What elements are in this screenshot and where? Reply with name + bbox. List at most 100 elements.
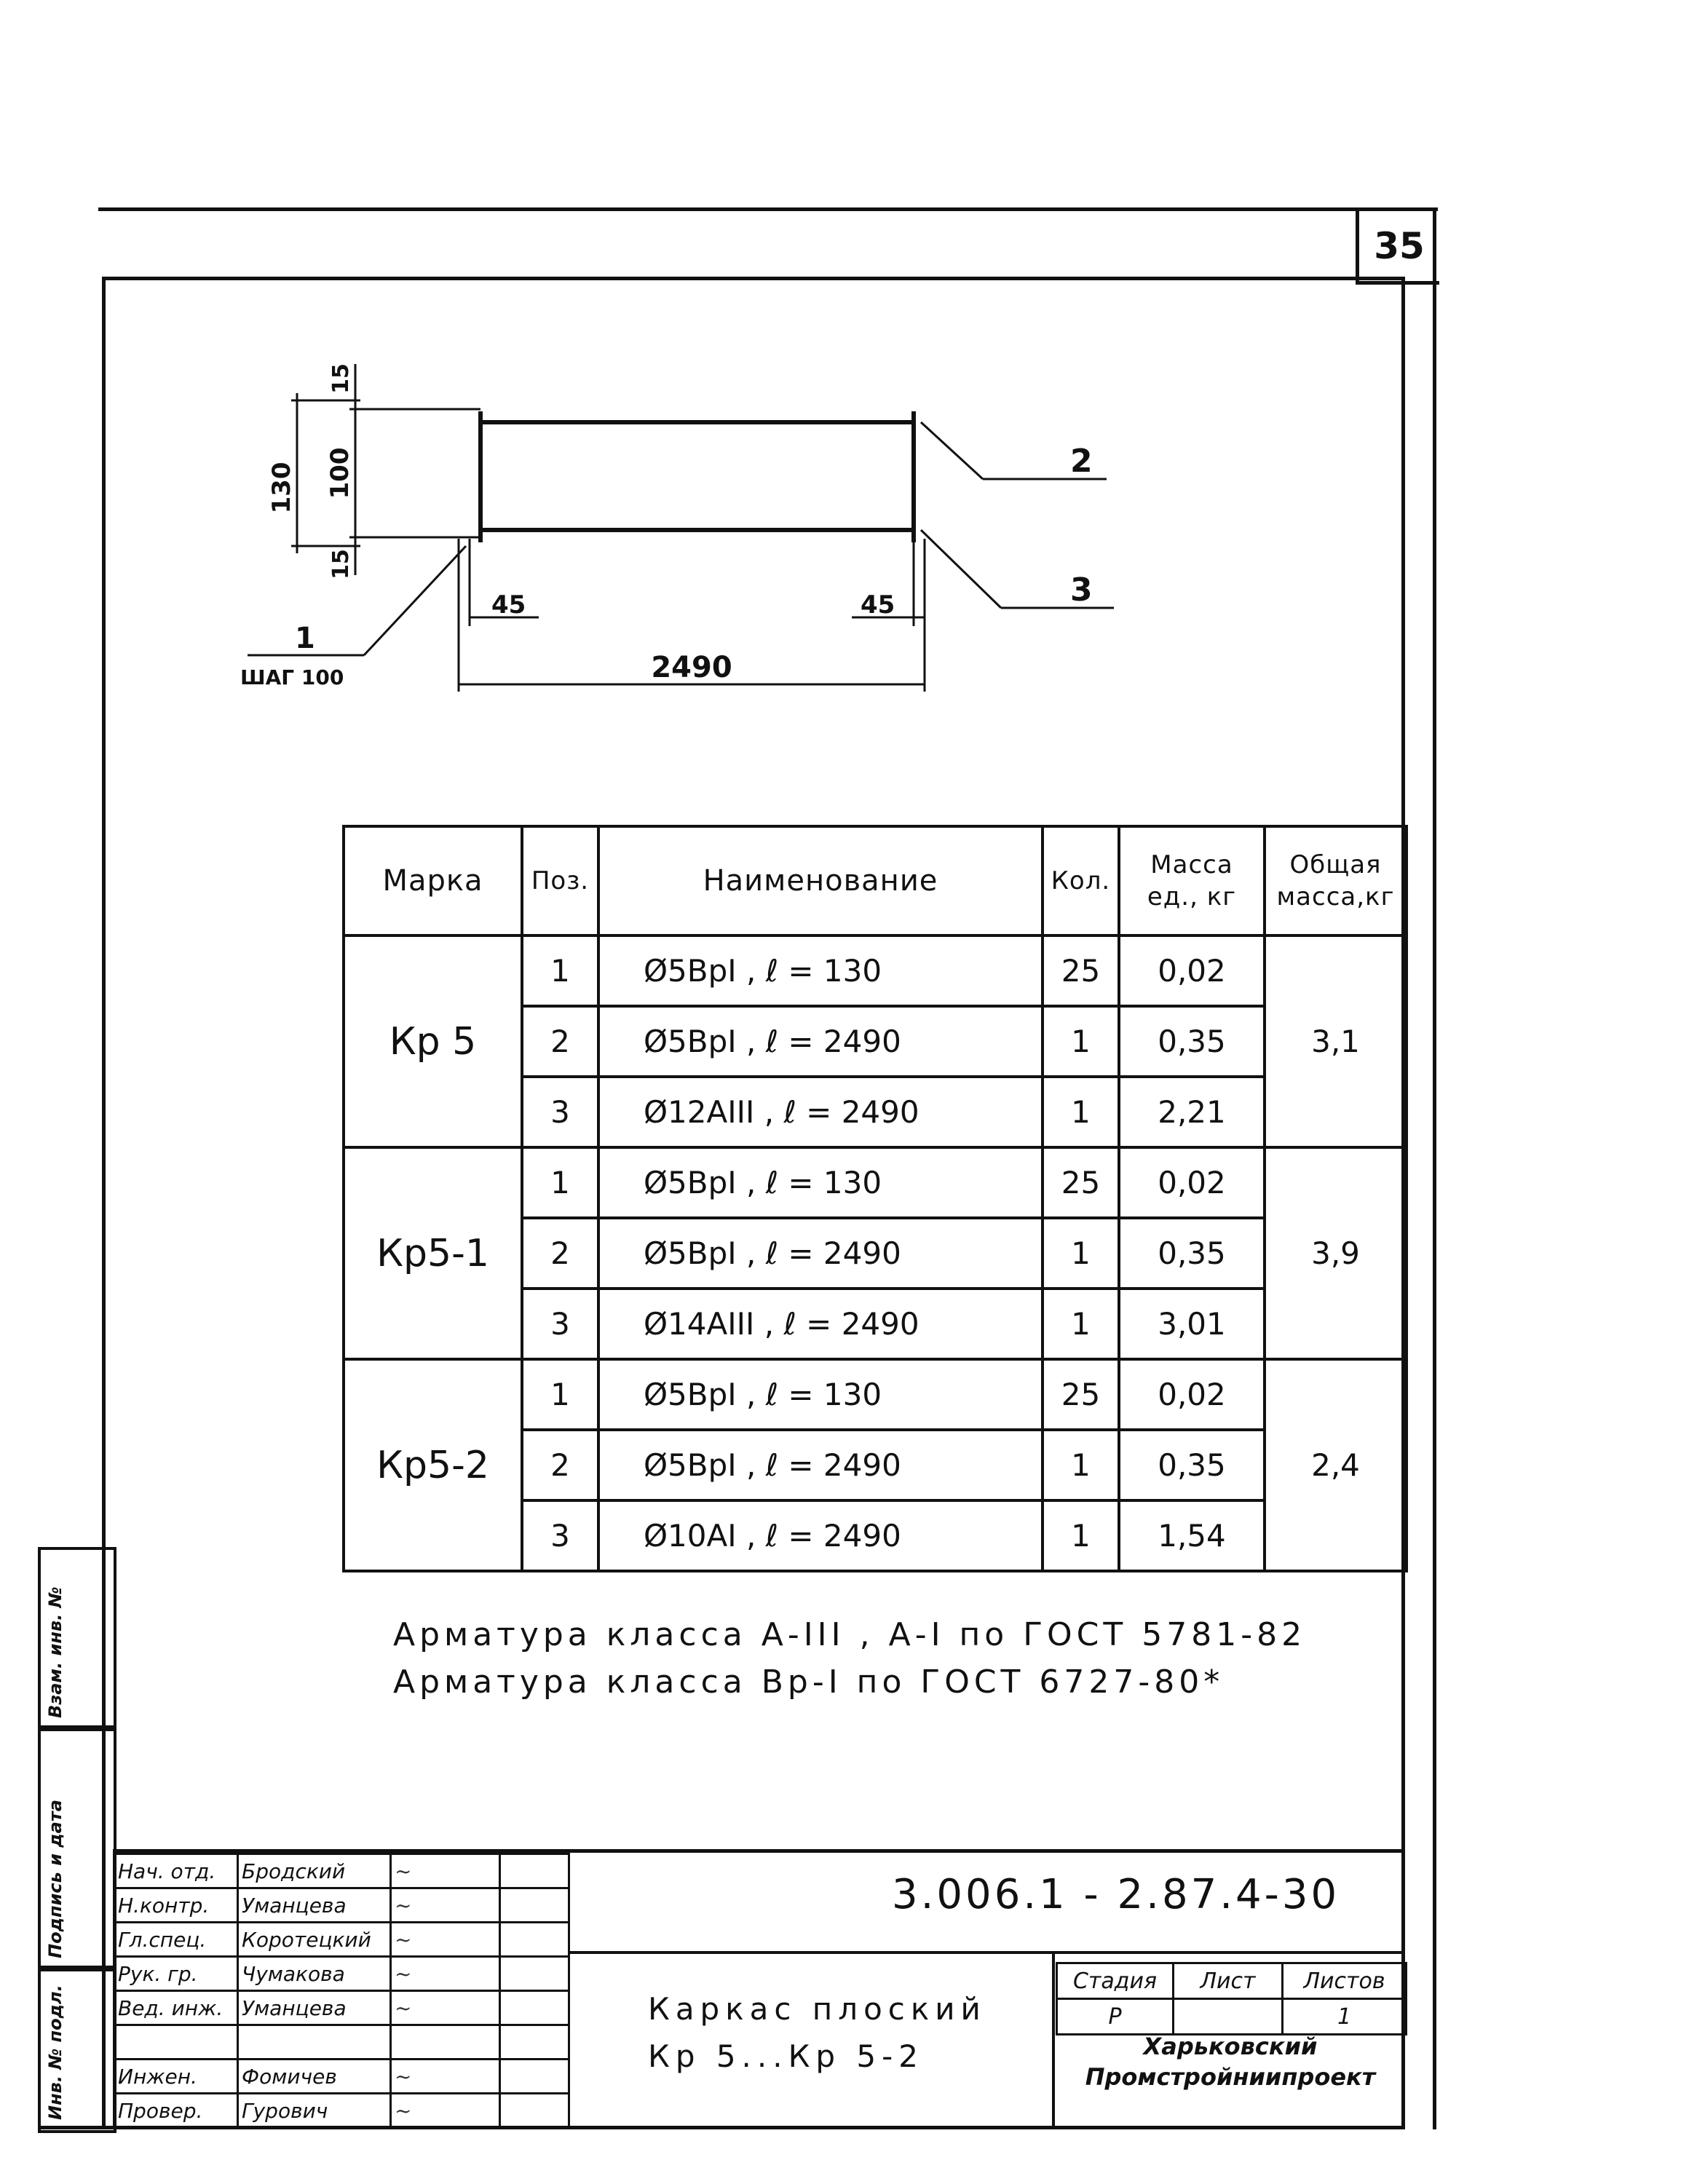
approval-role: Инжен.	[113, 2058, 239, 2094]
row-pos: 1	[521, 934, 600, 1008]
side-strip-inv-replace-label: Взам. инв. №	[45, 1586, 66, 1718]
approval-role: Рук. гр.	[113, 1955, 239, 1992]
row-mass: 1,54	[1118, 1499, 1266, 1572]
side-strip-inv-orig-label: Инв. № подл.	[45, 1985, 66, 2120]
approval-signature: ~	[389, 2058, 501, 2094]
approval-signature: ~	[389, 1955, 501, 1992]
title-block: Нач. отд. Бродский ~ Н.контр. Уманцева ~…	[113, 1849, 1405, 2129]
row-mass: 0,02	[1118, 1358, 1266, 1431]
approval-name: Уманцева	[237, 1990, 392, 2026]
group-mark: Кр 5	[342, 934, 523, 1149]
approval-row: Рук. гр. Чумакова ~	[113, 1955, 570, 1992]
side-strip-sign-date-label: Подпись и дата	[45, 1800, 66, 1958]
approval-signature: ~	[389, 2092, 501, 2129]
row-qty: 25	[1041, 1146, 1120, 1219]
frame-top-outer	[98, 207, 1438, 211]
table-row: 2 Ø5BpI , ℓ = 2490 1 0,35	[344, 1428, 1407, 1502]
table-row: Кр 5 1 Ø5BpI , ℓ = 130 25 0,02 3,1	[342, 934, 1408, 1149]
header-mass-total-line1: Общая	[1289, 850, 1382, 879]
approval-grid: Нач. отд. Бродский ~ Н.контр. Уманцева ~…	[113, 1853, 570, 2129]
row-pos: 2	[521, 1005, 600, 1078]
header-mass-total-line2: масса,кг	[1276, 882, 1395, 911]
approval-name: Бродский	[237, 1853, 392, 1889]
row-pos: 2	[521, 1216, 600, 1290]
row-qty: 1	[1041, 1216, 1120, 1290]
row-name: Ø5BpI , ℓ = 2490	[597, 1005, 1044, 1078]
page-number: 35	[1356, 211, 1439, 285]
approval-row: Инжен. Фомичев ~	[113, 2058, 570, 2094]
row-qty: 1	[1041, 1499, 1120, 1572]
group-mark: Кр5-1	[342, 1146, 523, 1361]
row-pos: 1	[521, 1146, 600, 1219]
row-qty: 1	[1041, 1075, 1120, 1149]
row-pos: 3	[521, 1075, 600, 1149]
approval-role: Вед. инж.	[113, 1990, 239, 2026]
table-row: Кр5-1 1 Ø5BpI , ℓ = 130 25 0,02 3,9	[342, 1146, 1408, 1361]
approval-row: Вед. инж. Уманцева ~	[113, 1990, 570, 2026]
callout-2: 2	[1070, 443, 1093, 480]
approval-role: Провер.	[113, 2092, 239, 2129]
row-qty: 1	[1041, 1005, 1120, 1078]
group-total-mass: 2,4	[1263, 1358, 1408, 1572]
group-mark: Кр5-2	[342, 1358, 523, 1572]
approval-signature: ~	[389, 1990, 501, 2026]
row-pos: 3	[521, 1499, 600, 1572]
row-pos: 1	[521, 1358, 600, 1431]
callout-1: 1	[295, 622, 315, 655]
header-mark: Марка	[342, 825, 523, 937]
stage-table: Стадия Лист Листов Р 1	[1056, 1962, 1407, 2035]
approval-signature: ~	[389, 1921, 501, 1958]
side-strip-sign-date	[38, 1725, 116, 1971]
row-name: Ø5BpI , ℓ = 2490	[597, 1216, 1044, 1290]
callout-3: 3	[1070, 571, 1093, 609]
dim-length: 2490	[651, 651, 732, 684]
approval-row: Нач. отд. Бродский ~	[113, 1853, 570, 1889]
approval-name: Коротецкий	[237, 1921, 392, 1958]
approval-name: Уманцева	[237, 1887, 392, 1923]
header-pos: Поз.	[521, 825, 600, 937]
header-name: Наименование	[597, 825, 1044, 937]
approval-row	[113, 2024, 570, 2060]
frame-top-inner	[102, 277, 1405, 280]
row-pos: 2	[521, 1428, 600, 1502]
header-mass-unit-line1: Масса	[1150, 850, 1233, 879]
approval-signature: ~	[389, 1887, 501, 1923]
document-title-line-1: Каркас плоский	[648, 1991, 986, 2027]
sheets-header: Листов	[1281, 1962, 1407, 2000]
row-qty: 1	[1041, 1428, 1120, 1502]
sheet-value	[1172, 1998, 1283, 2035]
note-line-1: Арматура класса А-III , А-I по ГОСТ 5781…	[393, 1616, 1307, 1653]
header-qty: Кол.	[1041, 825, 1120, 937]
approval-name: Фомичев	[237, 2058, 392, 2094]
approval-row: Гл.спец. Коротецкий ~	[113, 1921, 570, 1958]
table-row: 3 Ø14AIII , ℓ = 2490 1 3,01	[344, 1287, 1407, 1361]
row-name: Ø5BpI , ℓ = 130	[597, 934, 1044, 1008]
dim-left-end: 45	[491, 590, 526, 620]
title-block-divider-v	[1052, 1951, 1055, 2129]
document-number: 3.006.1 - 2.87.4-30	[892, 1871, 1340, 1918]
approval-name: Гурович	[237, 2092, 392, 2129]
stage-value: Р	[1056, 1998, 1174, 2035]
row-mass: 0,02	[1118, 1146, 1266, 1219]
row-mass: 0,35	[1118, 1216, 1266, 1290]
row-mass: 3,01	[1118, 1287, 1266, 1361]
dim-total-height: 130	[267, 462, 296, 514]
approval-row: Провер. Гурович ~	[113, 2092, 570, 2129]
table-row: 2 Ø5BpI , ℓ = 2490 1 0,35	[344, 1216, 1407, 1290]
organization-line-1: Харьковский	[1143, 2033, 1318, 2060]
approval-role: Н.контр.	[113, 1887, 239, 1923]
row-mass: 0,02	[1118, 934, 1266, 1008]
frame-left	[102, 277, 106, 2129]
row-name: Ø5BpI , ℓ = 130	[597, 1146, 1044, 1219]
note-line-2: Арматура класса Вр-I по ГОСТ 6727-80*	[393, 1663, 1225, 1701]
dim-mid-height: 100	[325, 448, 355, 499]
row-name: Ø5BpI , ℓ = 130	[597, 1358, 1044, 1431]
specification-table: Марка Поз. Наименование Кол. Масса ед., …	[342, 825, 1408, 1572]
row-name: Ø5BpI , ℓ = 2490	[597, 1428, 1044, 1502]
group-total-mass: 3,9	[1263, 1146, 1408, 1361]
approval-name	[237, 2024, 392, 2060]
document-title-line-2: Кр 5...Кр 5-2	[648, 2038, 925, 2074]
dim-right-end: 45	[861, 590, 895, 620]
group-total-mass: 3,1	[1263, 934, 1408, 1149]
callout-1-note: ШАГ 100	[240, 665, 344, 689]
